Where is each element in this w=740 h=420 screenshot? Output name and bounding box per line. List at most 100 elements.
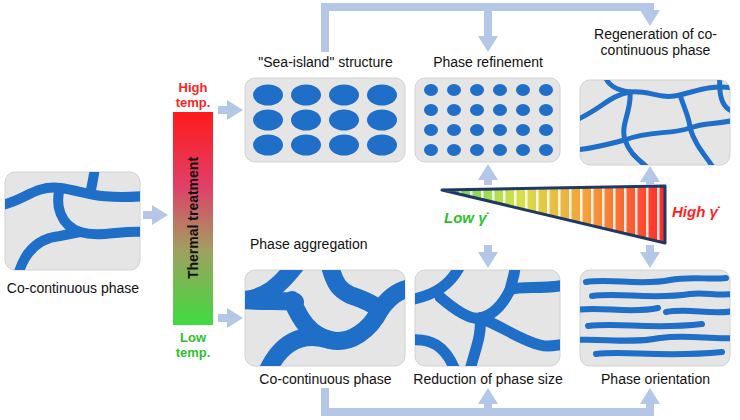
flow-arrow (143, 211, 152, 219)
droplet (253, 110, 283, 131)
droplet (493, 124, 507, 136)
panel-node: Co-continuous phase (3, 170, 143, 305)
phase-network-part (58, 188, 140, 234)
flow-arrow (325, 388, 650, 412)
shear-wedge-node: Low γ̇High γ̇ (440, 185, 737, 245)
shear-rate-wedge-part (442, 186, 665, 243)
reduced-network (415, 270, 560, 366)
droplet (253, 85, 283, 106)
droplet (539, 84, 553, 96)
node-label: Co-continuous phase (3, 280, 143, 296)
node-label: Phase orientation (578, 371, 733, 387)
droplet (424, 104, 438, 116)
shear-rate-wedge (442, 186, 665, 243)
thick-network-part (330, 270, 380, 310)
droplet (367, 135, 397, 156)
panel-node: Regeneration of co-continuous phase (578, 26, 733, 166)
reduced-network-part (415, 340, 455, 366)
droplet (424, 84, 438, 96)
node-label: Reduction of phase size (413, 371, 563, 387)
droplet (539, 124, 553, 136)
oriented-strands-part (592, 293, 730, 296)
temperature-bar (173, 112, 213, 325)
node-label: "Sea-island" structure (243, 54, 408, 70)
oriented-strands-part (580, 308, 658, 310)
panel-grounds (5, 78, 730, 366)
droplet (493, 144, 507, 156)
node-label: Low γ̇ (444, 209, 504, 227)
droplet (424, 144, 438, 156)
regenerated-network-part (720, 80, 730, 112)
droplet (539, 104, 553, 116)
droplet (470, 104, 484, 116)
panel-grounds-part (415, 78, 560, 162)
droplet (516, 84, 530, 96)
reduced-network-part (510, 270, 515, 290)
node-label: Regeneration of co-continuous phase (578, 26, 733, 58)
phase-network-part (90, 172, 95, 194)
droplet (424, 124, 438, 136)
panel-node: Co-continuous phase (243, 268, 408, 388)
reduced-network-part (440, 285, 560, 318)
droplet (329, 135, 359, 156)
sea-island-droplets (253, 85, 397, 156)
shear-rate-wedge-part (442, 186, 665, 243)
droplet (447, 84, 461, 96)
node-label: Low temp. (168, 330, 218, 360)
regenerated-network-part (624, 92, 650, 165)
flow-arrow (646, 182, 654, 185)
flow-arrow (484, 245, 492, 252)
droplet (329, 110, 359, 131)
droplet (367, 85, 397, 106)
droplet (447, 104, 461, 116)
droplet (516, 124, 530, 136)
panel-node: Phase refinement (413, 52, 563, 164)
node-label: High temp. (168, 80, 218, 110)
droplet (539, 144, 553, 156)
droplet (470, 84, 484, 96)
vertical-label: Thermal treatment (183, 118, 203, 318)
panel-node: "Sea-island" structure (243, 52, 408, 164)
droplet (493, 84, 507, 96)
droplet (516, 144, 530, 156)
droplet (447, 124, 461, 136)
oriented-strands-part (580, 337, 730, 341)
regenerated-network-part (580, 87, 730, 120)
droplet (367, 110, 397, 131)
flow-arrow (646, 245, 654, 252)
thick-network-part (245, 300, 295, 302)
droplet (253, 135, 283, 156)
regenerated-network-part (690, 128, 715, 165)
shear-rate-wedge-part (442, 186, 665, 243)
panel-node: Phase orientation (578, 268, 733, 388)
droplet (470, 144, 484, 156)
flow-arrow (218, 314, 227, 322)
process-label: Phase aggregation (250, 236, 368, 252)
droplet (329, 85, 359, 106)
phase-network (5, 172, 140, 270)
regenerated-network-part (680, 95, 690, 128)
thermal-bar-node: High temp. Thermal treatmentLow temp. (168, 80, 218, 362)
reduced-network-part (480, 318, 560, 346)
droplet (470, 124, 484, 136)
flow-arrow (325, 7, 488, 52)
droplet (493, 104, 507, 116)
oriented-strands-part (596, 352, 722, 354)
reduced-network-part (470, 318, 480, 366)
panel-grounds-part (580, 270, 730, 366)
panel-grounds-part (245, 78, 405, 162)
droplet (291, 135, 321, 156)
oriented-strands-part (666, 311, 730, 313)
regenerated-network (580, 80, 730, 165)
panel-node: Reduction of phase size (413, 268, 563, 388)
droplet (291, 85, 321, 106)
thick-network (245, 270, 405, 366)
droplet (447, 144, 461, 156)
oriented-strands (580, 278, 730, 354)
thick-network-part (268, 337, 330, 366)
node-label: Phase refinement (413, 54, 563, 70)
regenerated-network-part (580, 140, 625, 150)
refined-droplets (424, 84, 553, 156)
node-label: Co-continuous phase (243, 371, 408, 387)
